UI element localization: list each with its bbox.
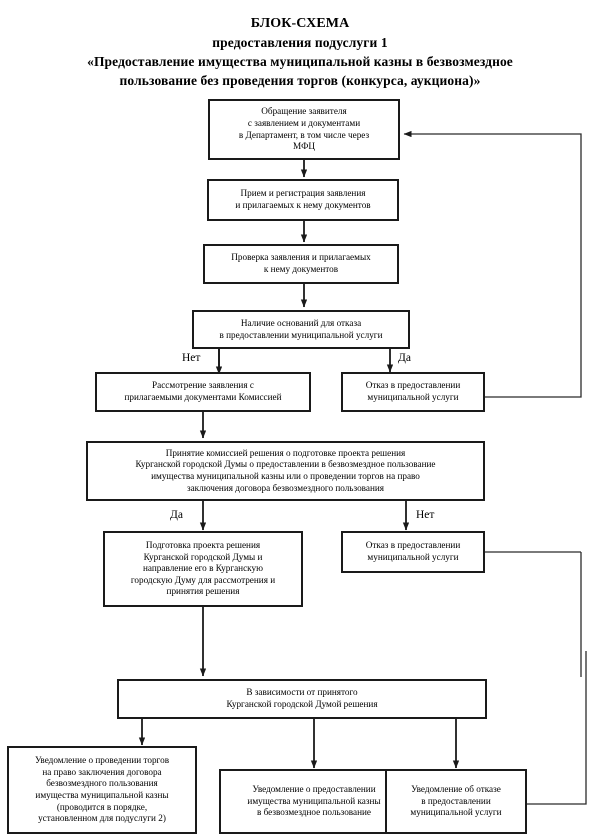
node-commission-decision[interactable]: Принятие комиссией решения о подготовке … [86, 441, 485, 501]
branch-label-yes-2: Да [170, 509, 183, 522]
node-refusal-1[interactable]: Отказ в предоставлении муниципальной усл… [341, 372, 485, 412]
node-verification[interactable]: Проверка заявления и прилагаемых к нему … [203, 244, 399, 284]
title-line-2: предоставления подуслуги 1 [212, 35, 388, 50]
node-draft-preparation[interactable]: Подготовка проекта решения Курганской го… [103, 531, 303, 607]
node-refusal-grounds[interactable]: Наличие оснований для отказа в предостав… [192, 310, 410, 349]
node-notice-auction[interactable]: Уведомление о проведении торгов на право… [7, 746, 197, 834]
node-verification-label: Проверка заявления и прилагаемых к нему … [231, 252, 371, 274]
page-title: БЛОК-СХЕМА предоставления подуслуги 1 «П… [0, 14, 600, 90]
node-application[interactable]: Обращение заявителя с заявлением и докум… [208, 99, 400, 160]
node-depends-on-decision[interactable]: В зависимости от принятого Курганской го… [117, 679, 487, 719]
branch-label-yes-2-text: Да [170, 509, 183, 521]
node-refusal-1-label: Отказ в предоставлении муниципальной усл… [365, 380, 461, 402]
node-commission-review[interactable]: Рассмотрение заявления с прилагаемыми до… [95, 372, 311, 412]
node-registration[interactable]: Прием и регистрация заявления и прилагае… [207, 179, 399, 221]
branch-label-no-2-text: Нет [416, 509, 435, 521]
node-notice-auction-label: Уведомление о проведении торгов на право… [34, 755, 170, 824]
branch-label-yes-1-text: Да [398, 352, 411, 364]
node-refusal-2-label: Отказ в предоставлении муниципальной усл… [365, 540, 461, 562]
node-refusal-grounds-label: Наличие оснований для отказа в предостав… [219, 317, 383, 340]
node-application-label: Обращение заявителя с заявлением и докум… [238, 106, 370, 152]
title-line-3: «Предоставление имущества муниципальной … [87, 54, 513, 69]
branch-label-no-2: Нет [416, 509, 434, 522]
node-registration-label: Прием и регистрация заявления и прилагае… [235, 188, 371, 210]
node-commission-review-label: Рассмотрение заявления с прилагаемыми до… [124, 380, 282, 402]
branch-label-no-1: Нет [182, 352, 200, 365]
node-notice-refused-label: Уведомление об отказе в предоставлении м… [410, 784, 502, 818]
node-refusal-2[interactable]: Отказ в предоставлении муниципальной усл… [341, 531, 485, 573]
node-depends-on-decision-label: В зависимости от принятого Курганской го… [226, 687, 378, 709]
node-notice-granted[interactable]: Уведомление о предоставлении имущества м… [219, 769, 409, 834]
node-draft-preparation-label: Подготовка проекта решения Курганской го… [130, 540, 276, 597]
title-line-4: пользование без проведения торгов (конку… [119, 73, 481, 88]
title-line-1: БЛОК-СХЕМА [250, 16, 350, 31]
node-notice-refused[interactable]: Уведомление об отказе в предоставлении м… [385, 769, 527, 834]
branch-label-no-1-text: Нет [182, 352, 201, 364]
node-commission-decision-label: Принятие комиссией решения о подготовке … [135, 447, 436, 493]
node-notice-granted-label: Уведомление о предоставлении имущества м… [247, 784, 381, 818]
branch-label-yes-1: Да [398, 352, 411, 365]
